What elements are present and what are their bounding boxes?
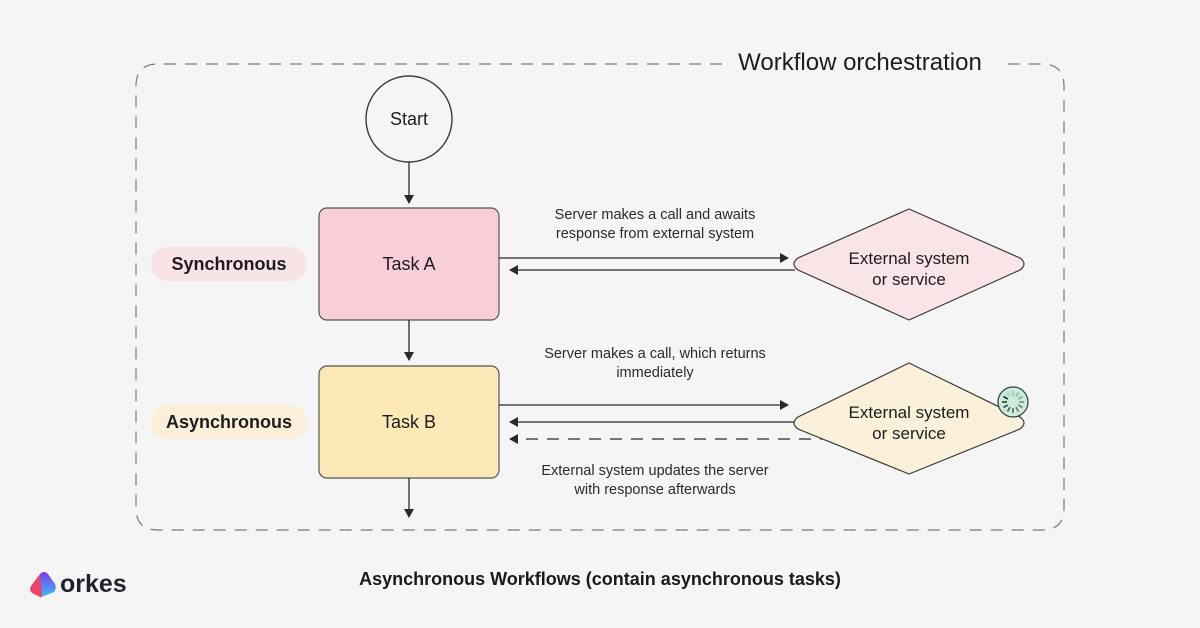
start-node[interactable]: Start	[365, 75, 453, 163]
spinner-tick	[1015, 392, 1020, 398]
container-title: Workflow orchestration	[738, 49, 982, 76]
external-system-sync-node[interactable]	[793, 208, 1025, 321]
external-system-async-label-line1: External system	[849, 403, 970, 422]
task-b-label: Task B	[382, 412, 436, 432]
spinner-tick	[1006, 406, 1011, 412]
asynchronous-row: Asynchronous Task B Server makes a call,…	[151, 346, 1029, 498]
async-update-note-line2: with response afterwards	[573, 482, 735, 498]
spinner-tick	[1017, 395, 1023, 400]
asynchronous-label: Asynchronous	[166, 412, 292, 432]
spinner-tick	[1006, 392, 1011, 398]
sync-call-note-line1: Server makes a call and awaits	[555, 207, 756, 223]
orkes-logo[interactable]: orkes	[30, 570, 127, 598]
external-system-async-node[interactable]	[793, 362, 1025, 475]
external-system-sync-label-line2: or service	[872, 270, 946, 289]
orkes-logo-icon	[30, 572, 56, 598]
container-border	[135, 63, 1065, 531]
async-call-note-line2: immediately	[616, 365, 694, 381]
async-call-note-line1: Server makes a call, which returns	[544, 346, 766, 362]
async-update-note-line1: External system updates the server	[541, 463, 768, 479]
orkes-logo-text: orkes	[60, 570, 127, 598]
synchronous-row: Synchronous Task A Server makes a call a…	[151, 207, 1025, 321]
spinner-tick	[1003, 404, 1009, 409]
diagram-caption: Asynchronous Workflows (contain asynchro…	[359, 569, 841, 589]
external-system-async-label-line2: or service	[872, 424, 946, 443]
spinner-tick	[1017, 404, 1023, 409]
synchronous-label: Synchronous	[171, 254, 286, 274]
start-label: Start	[390, 109, 428, 129]
spinner-tick	[1015, 406, 1020, 412]
sync-call-note-line2: response from external system	[556, 226, 754, 242]
synchronous-pill	[151, 247, 307, 281]
loading-spinner-icon	[997, 386, 1029, 418]
task-a-label: Task A	[382, 254, 435, 274]
external-system-sync-label-line1: External system	[849, 249, 970, 268]
spinner-tick	[1003, 395, 1009, 400]
asynchronous-pill	[151, 405, 307, 439]
workflow-orchestration-container: Workflow orchestration	[135, 49, 1065, 531]
